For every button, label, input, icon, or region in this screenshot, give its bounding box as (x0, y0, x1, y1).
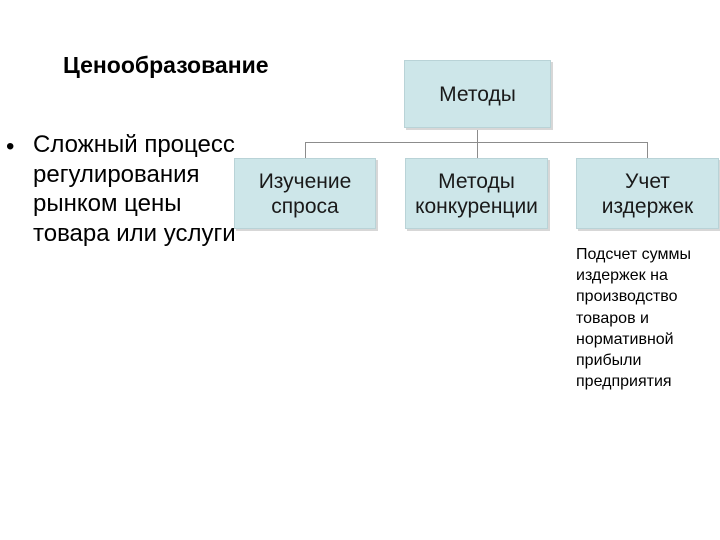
node-demand-study: Изучение спроса (234, 158, 376, 229)
connector-child-3 (647, 142, 648, 158)
node-competition-methods: Методы конкуренции (405, 158, 548, 229)
connector-child-2 (477, 142, 478, 158)
node-root-methods: Методы (404, 60, 551, 128)
connector-root-stem (477, 128, 478, 142)
bullet-text: Сложный процесс регулирования рынком цен… (33, 131, 236, 247)
bullet-marker: • (6, 133, 15, 160)
slide-title: Ценообразование (63, 52, 269, 78)
node-cost-accounting: Учет издержек (576, 158, 719, 229)
connector-child-1 (305, 142, 306, 158)
connector-horizontal (305, 142, 648, 143)
cost-accounting-note: Подсчет суммы издержек на производство т… (576, 246, 691, 391)
